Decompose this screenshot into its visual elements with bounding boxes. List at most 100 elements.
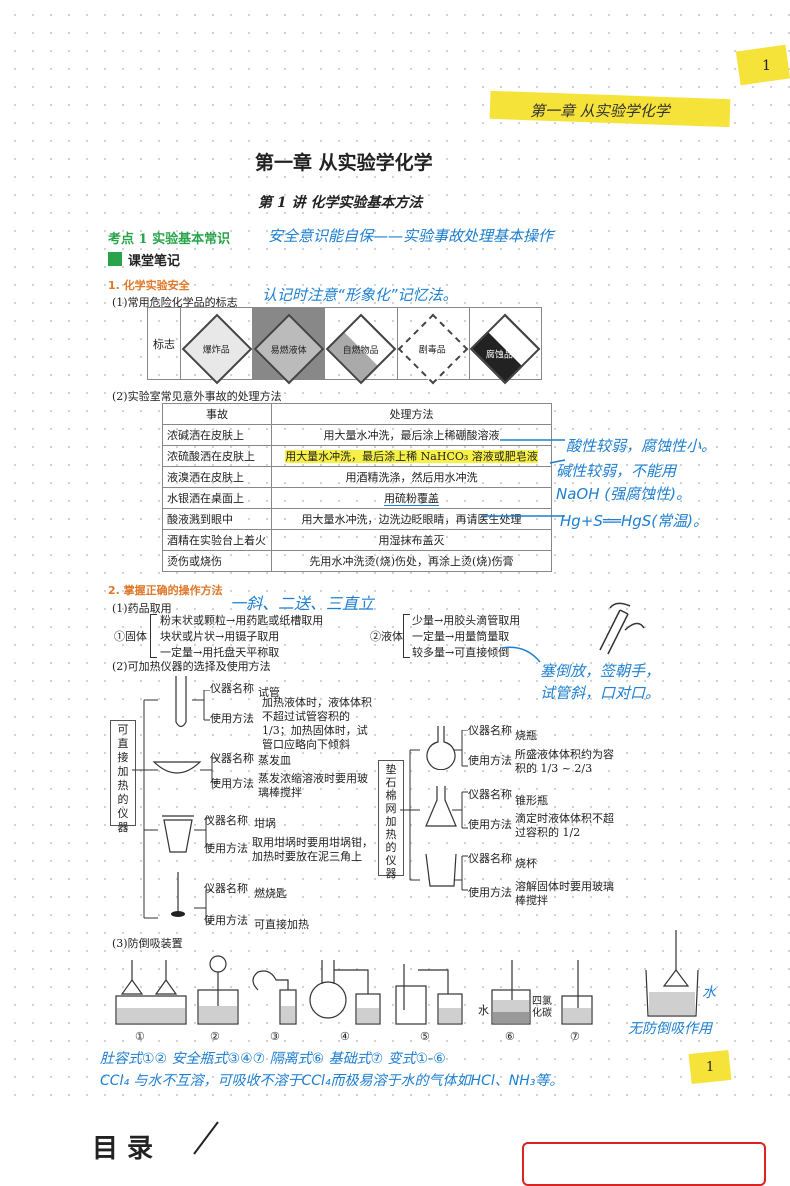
direct-name: 蒸发皿: [258, 754, 291, 767]
hazard-row-label: 标志: [147, 307, 181, 380]
pouring-sketch-icon: [599, 602, 645, 655]
section1-sub2: (2)实验室常见意外事故的处理方法: [112, 390, 282, 403]
direct-use-label: 使用方法: [210, 712, 254, 725]
lecture-title: 第 1 讲 化学实验基本方法: [258, 195, 423, 211]
skull-icon: 剧毒品: [419, 344, 447, 355]
section2-sub2: (2)可加热仪器的选择及使用方法: [112, 660, 271, 673]
flame-icon-2: 自燃物品: [342, 344, 379, 355]
hazard-flammable-liquid: 易燃液体: [252, 307, 326, 384]
section1-sub1-note: 认记时注意“形象化”记忆法。: [262, 286, 458, 304]
page-number: 1: [762, 58, 771, 74]
solid-item: 一定量→用托盘天平称取: [160, 646, 280, 659]
direct-use: 加热液体时，液体体积不超过试管容积的 1/3；加热固体时，试管口应略向下倾斜: [262, 696, 372, 751]
solid-item: 粉末状或颗粒→用药匙或纸槽取用: [160, 614, 324, 627]
accident-header: 事故: [162, 403, 272, 425]
device-label: ①: [135, 1030, 145, 1043]
notes-label: 课堂笔记: [128, 254, 181, 269]
asb-use-label: 使用方法: [468, 818, 512, 831]
flame-icon: 易燃液体: [270, 344, 307, 355]
water-label: 水: [478, 1004, 489, 1017]
asb-name: 烧杯: [515, 857, 537, 870]
conical-flask-icon: [425, 786, 457, 827]
device-label: ②: [210, 1030, 220, 1043]
method-cell: 用大量水冲洗，边洗边眨眼睛，再请医生处理: [271, 508, 552, 530]
highlighted-method: 用大量水冲洗，最后涂上稀 NaHCO₃ 溶液或肥皂液: [285, 450, 538, 463]
direct-use-label: 使用方法: [204, 914, 248, 927]
anti-suckback-devices: [115, 955, 593, 1025]
direct-tree-lines: [132, 690, 218, 923]
direct-label-text: 可直接加热的仪器: [117, 723, 129, 834]
direct-heating-label: 可直接加热的仪器: [110, 720, 136, 834]
accident-cell: 浓碱洒在皮肤上: [162, 424, 272, 446]
hazard-corrosive: 腐蚀品: [468, 307, 543, 384]
liquid-note: 塞倒放，签朝手，试管斜，口对口。: [540, 662, 661, 702]
page-gap: [0, 1110, 790, 1156]
chapter-title: 第一章 从实验学化学: [255, 152, 433, 174]
bottom-page-number: 1: [706, 1060, 715, 1075]
method-cell: 先用水冲洗烫(烧)伤处，再涂上烫(烧)伤膏: [271, 550, 552, 572]
ccl4-label: 四氯化碳: [532, 996, 552, 1019]
device-label: ⑤: [420, 1030, 430, 1043]
explosive-icon: 爆炸品: [203, 344, 231, 355]
method-header: 处理方法: [271, 403, 552, 425]
topic-handwritten-note: 安全意识能自保——实验事故处理基本操作: [268, 227, 554, 245]
hazard-symbol-table: 标志 爆炸品 易燃液体 自燃物品 剧毒品 腐蚀品: [147, 307, 543, 384]
section1-sub1: (1)常用危险化学品的标志: [112, 296, 238, 309]
accident-table: 事故 处理方法 浓碱洒在皮肤上用大量水冲洗，最后涂上稀硼酸溶液 浓硫酸洒在皮肤上…: [162, 403, 552, 572]
section2-handwritten: 一斜、二送、三直立: [230, 594, 375, 613]
asb-use-label: 使用方法: [468, 754, 512, 767]
test-tube-icon: [175, 676, 187, 728]
title-slash: [193, 1121, 219, 1155]
notes-icon: [108, 252, 122, 266]
section2-title: 2. 掌握正确的操作方法: [108, 584, 223, 597]
side-water-label: 水: [702, 985, 716, 1001]
direct-name: 试管: [258, 686, 280, 699]
device-label: ⑦: [570, 1030, 580, 1043]
device-label: ⑥: [505, 1030, 515, 1043]
liquid-item: 一定量→用量筒量取: [412, 630, 510, 643]
accident-cell: 水银洒在桌面上: [162, 487, 272, 509]
note-hgs: Hg+S══HgS(常温)。: [560, 512, 708, 530]
asb-use: 所盛液体体积约为容积的 1/3 ~ 2/3: [515, 748, 614, 775]
next-page-red-box: [522, 1142, 766, 1186]
accident-cell: 液溴洒在皮肤上: [162, 466, 272, 488]
note-weak-base: 碱性较弱，不能用: [556, 462, 677, 480]
beaker-funnel-icon: [645, 930, 699, 1017]
direct-name-label: 仪器名称: [210, 682, 254, 695]
side-note: 无防倒吸作用: [628, 1021, 712, 1037]
underlined-method: 用硫粉覆盖: [384, 492, 439, 506]
next-page-title: 目 录: [92, 1134, 154, 1164]
asb-name-label: 仪器名称: [468, 788, 512, 801]
asb-name: 锥形瓶: [515, 794, 548, 807]
accident-cell: 酸液溅到眼中: [162, 508, 272, 530]
round-flask-icon: [426, 726, 456, 770]
liquid-item: 较多量→可直接倾倒: [412, 646, 510, 659]
accident-cell: 浓硫酸洒在皮肤上: [162, 445, 272, 467]
solid-brace: [150, 614, 157, 658]
direct-use-label: 使用方法: [210, 777, 254, 790]
hazard-toxic: 剧毒品: [396, 307, 470, 384]
asb-name-label: 仪器名称: [468, 852, 512, 865]
method-cell: 用湿抹布盖灭: [271, 529, 552, 551]
corrosive-icon: 腐蚀品: [486, 349, 514, 360]
section2-sub3: (3)防倒吸装置: [112, 937, 183, 950]
direct-name-label: 仪器名称: [204, 814, 248, 827]
bottom-note-line1: 肚容式①② 安全瓶式③④⑦ 隔离式⑥ 基础式⑦ 变式①-⑥: [100, 1051, 446, 1067]
accident-cell: 酒精在实验台上着火: [162, 529, 272, 551]
topic-label: 考点 1 实验基本常识: [108, 232, 231, 247]
liquid-note-arrow: [501, 646, 541, 663]
hazard-explosive: 爆炸品: [179, 307, 254, 384]
asb-name: 烧瓶: [515, 729, 537, 742]
device-label: ④: [340, 1030, 350, 1043]
section2-sub1: (1)药品取用: [112, 602, 172, 615]
asb-use-label: 使用方法: [468, 886, 512, 899]
asb-name-label: 仪器名称: [468, 724, 512, 737]
section1-title: 1. 化学实验安全: [108, 279, 190, 292]
evaporating-dish-icon: [152, 761, 202, 774]
beaker-icon: [425, 853, 457, 887]
direct-name: 坩埚: [254, 817, 276, 830]
direct-use: 取用坩埚时要用坩埚钳，加热时要放在泥三角上: [252, 836, 373, 863]
asbestos-heating-label: 垫石棉网加热的仪器: [378, 760, 404, 880]
asbestos-label-text: 垫石棉网加热的仪器: [385, 763, 397, 880]
method-cell: 用大量水冲洗，最后涂上稀 NaHCO₃ 溶液或肥皂液: [271, 445, 552, 467]
